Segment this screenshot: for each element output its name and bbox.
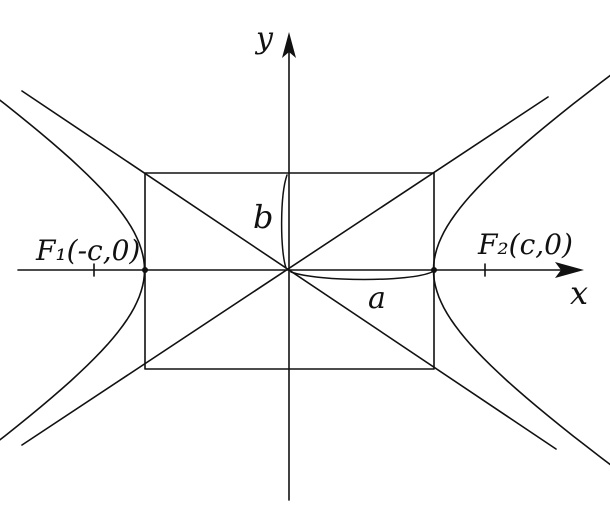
brace-b [280,174,288,269]
y-axis-arrow [282,32,296,58]
asymptote-positive-slope [21,96,549,446]
x-axis-label: x [570,274,588,312]
focus-left-label: F₁(-c,0) [35,234,140,267]
brace-a [290,271,433,281]
y-axis-label: y [254,21,274,56]
focus-right-label: F₂(c,0) [477,228,573,261]
vertex-left-dot [142,267,148,273]
x-axis-arrow [555,262,584,278]
semi-axis-b-label: b [253,198,273,236]
semi-axis-a-label: a [368,281,386,316]
